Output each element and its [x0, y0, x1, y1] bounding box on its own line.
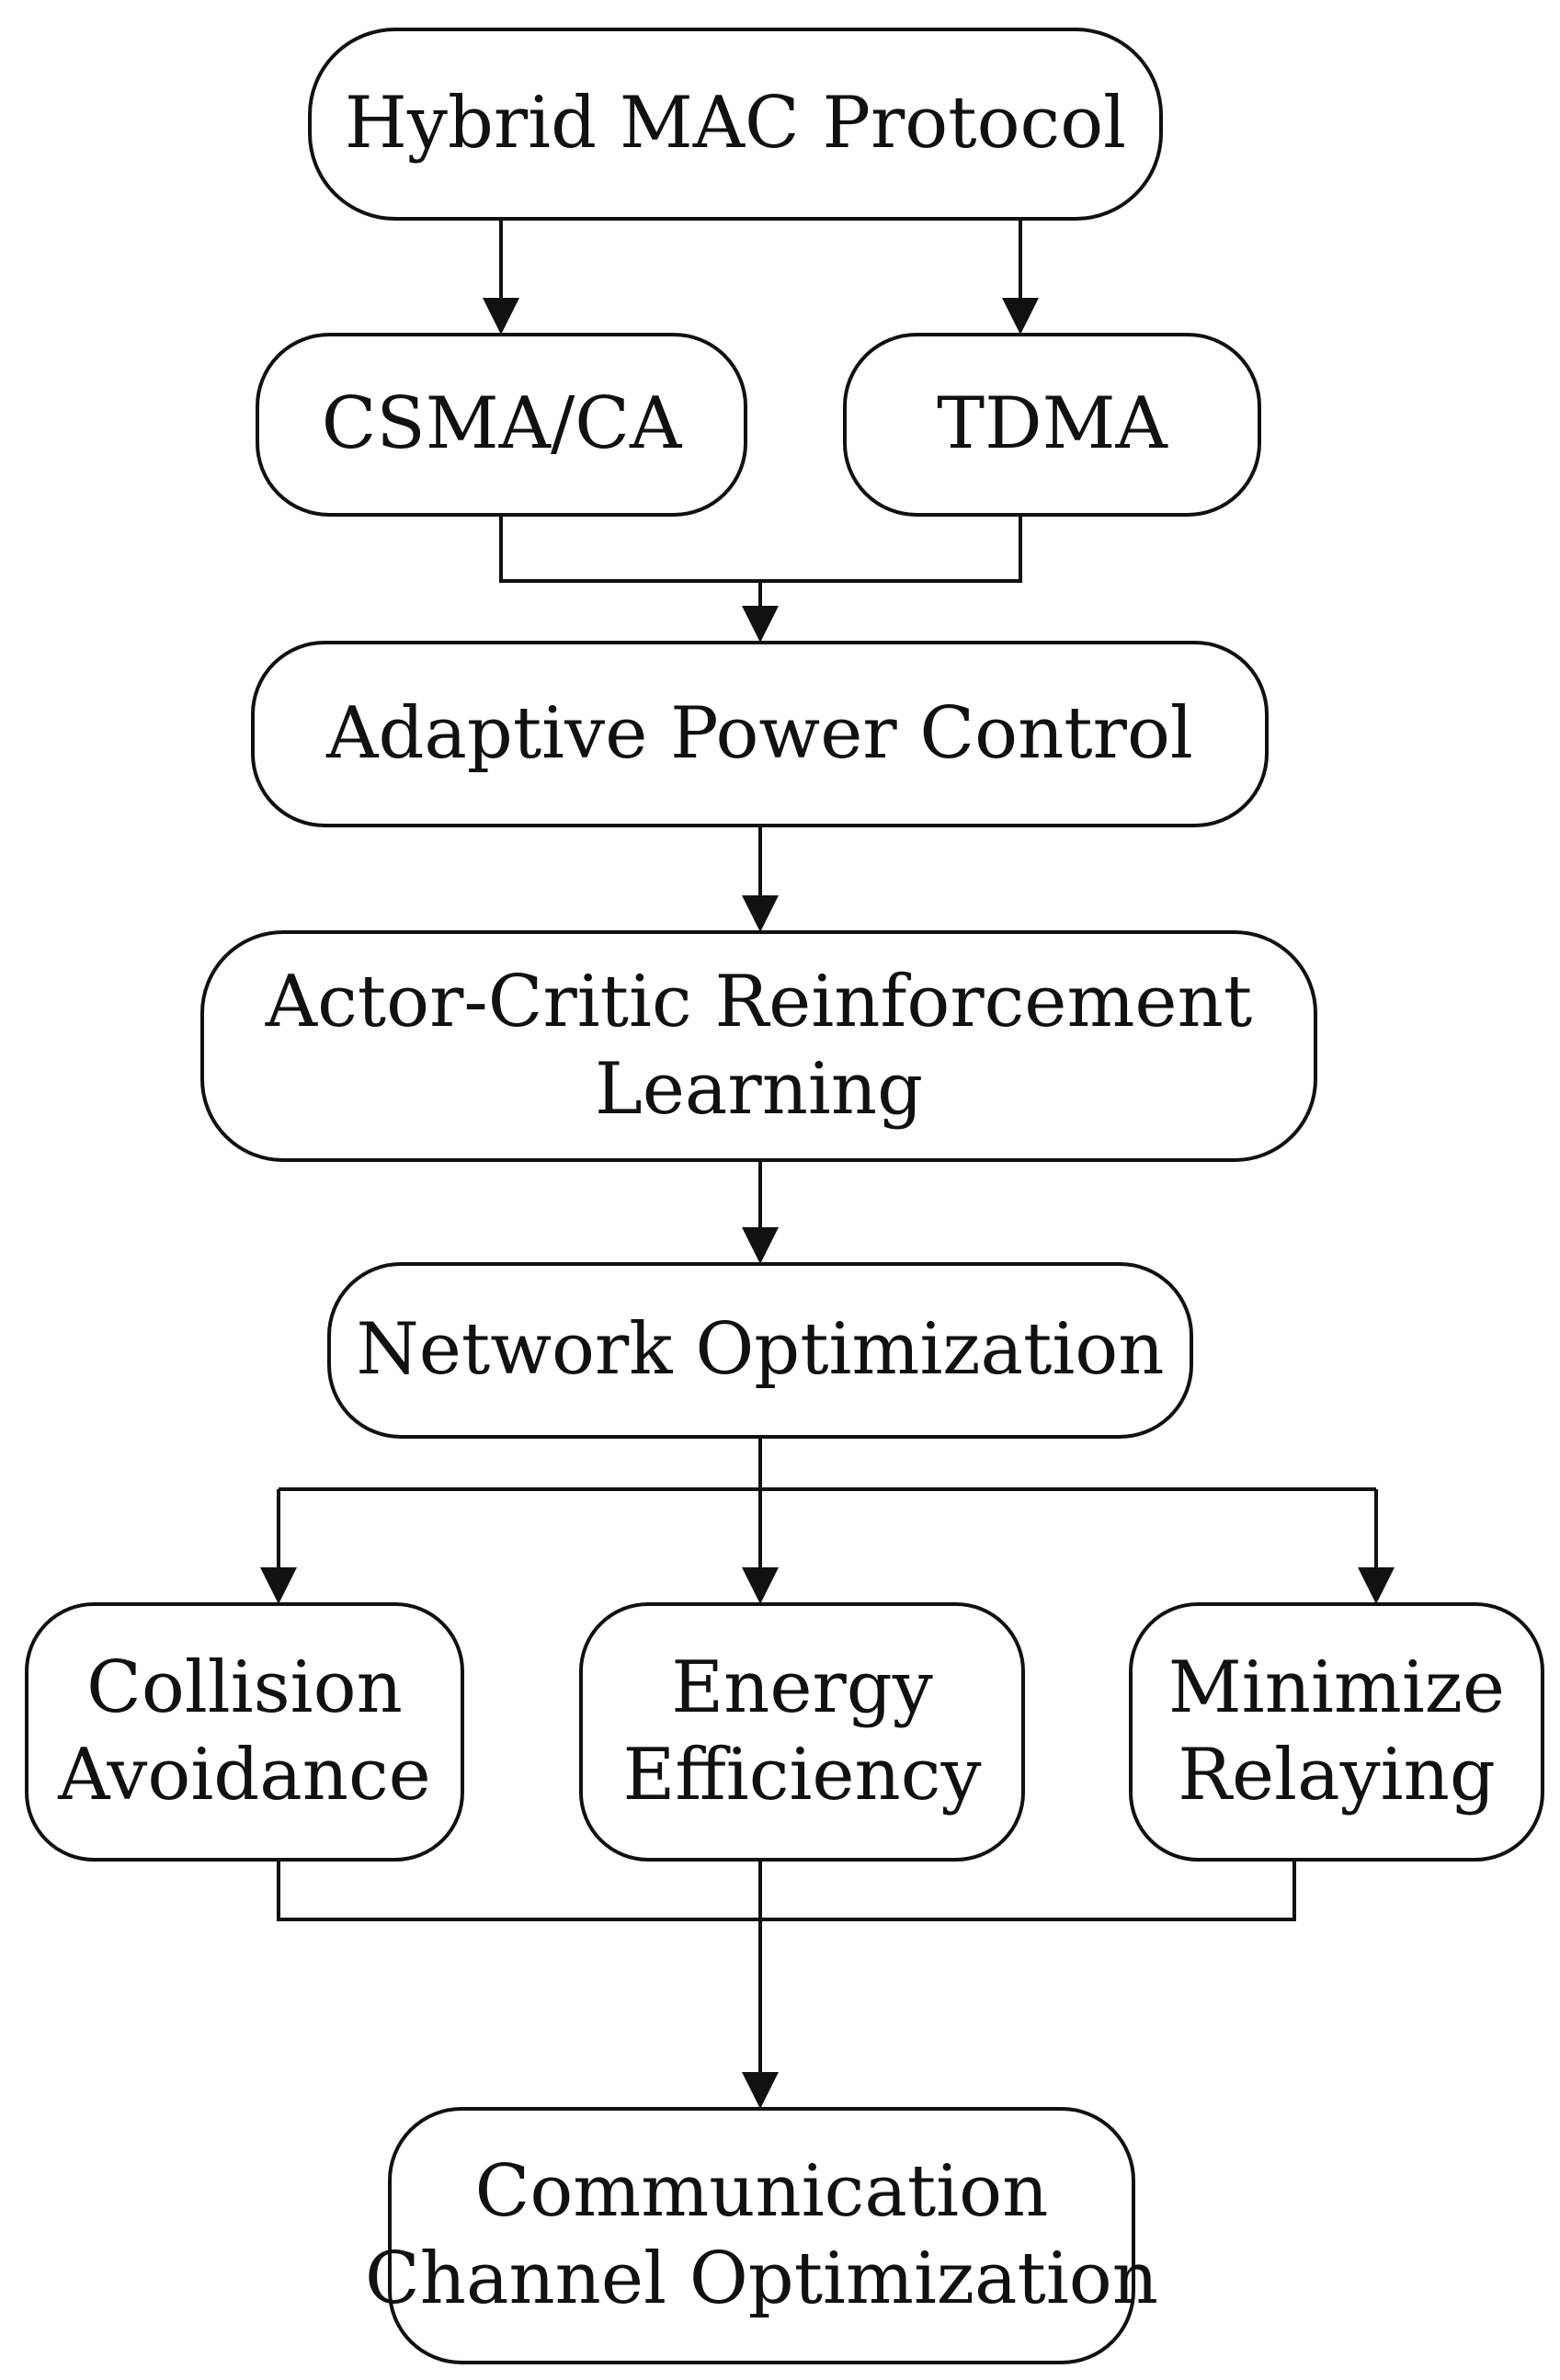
- network-optimization-node: Network Optimization: [327, 1262, 1193, 1439]
- node-label: Adaptive Power Control: [326, 691, 1193, 775]
- node-label-line-1: Communication: [474, 2149, 1049, 2233]
- node-label-line-1: Collision: [86, 1646, 403, 1729]
- edge-collision-to-merge: [277, 1862, 760, 1921]
- hybrid-mac-protocol-node: Hybrid MAC Protocol: [308, 28, 1163, 221]
- actor-critic-learning-node: Actor-Critic Reinforcement Learning: [200, 930, 1317, 1162]
- node-label: Hybrid MAC Protocol: [344, 82, 1127, 165]
- node-label-line-2: Avoidance: [58, 1734, 431, 1816]
- energy-efficiency-node: Energy Efficiency: [579, 1602, 1025, 1862]
- adaptive-power-control-node: Adaptive Power Control: [251, 641, 1269, 827]
- tdma-node: TDMA: [843, 333, 1261, 517]
- communication-channel-optimization-node: Communication Channel Optimization: [365, 2107, 1158, 2364]
- node-label: CSMA/CA: [321, 382, 682, 466]
- csma-ca-node: CSMA/CA: [256, 333, 747, 517]
- edge-csma-to-merge: [499, 517, 760, 583]
- node-label-line-1: Minimize: [1167, 1646, 1506, 1729]
- node-label-line-1: Actor-Critic Reinforcement: [265, 960, 1253, 1043]
- node-label-line-2: Efficiency: [622, 1734, 982, 1816]
- minimize-relaying-node: Minimize Relaying: [1129, 1602, 1544, 1862]
- node-label-line-1: Energy: [671, 1646, 933, 1729]
- edge-relaying-to-merge: [760, 1862, 1296, 1921]
- node-label: Network Optimization: [356, 1308, 1165, 1392]
- node-label-line-2: Learning: [594, 1048, 924, 1131]
- edge-tdma-to-merge: [760, 517, 1022, 583]
- node-label-line-2: Channel Optimization: [365, 2238, 1158, 2320]
- collision-avoidance-node: Collision Avoidance: [25, 1602, 464, 1862]
- node-label: TDMA: [937, 382, 1167, 466]
- node-label-line-2: Relaying: [1178, 1734, 1496, 1816]
